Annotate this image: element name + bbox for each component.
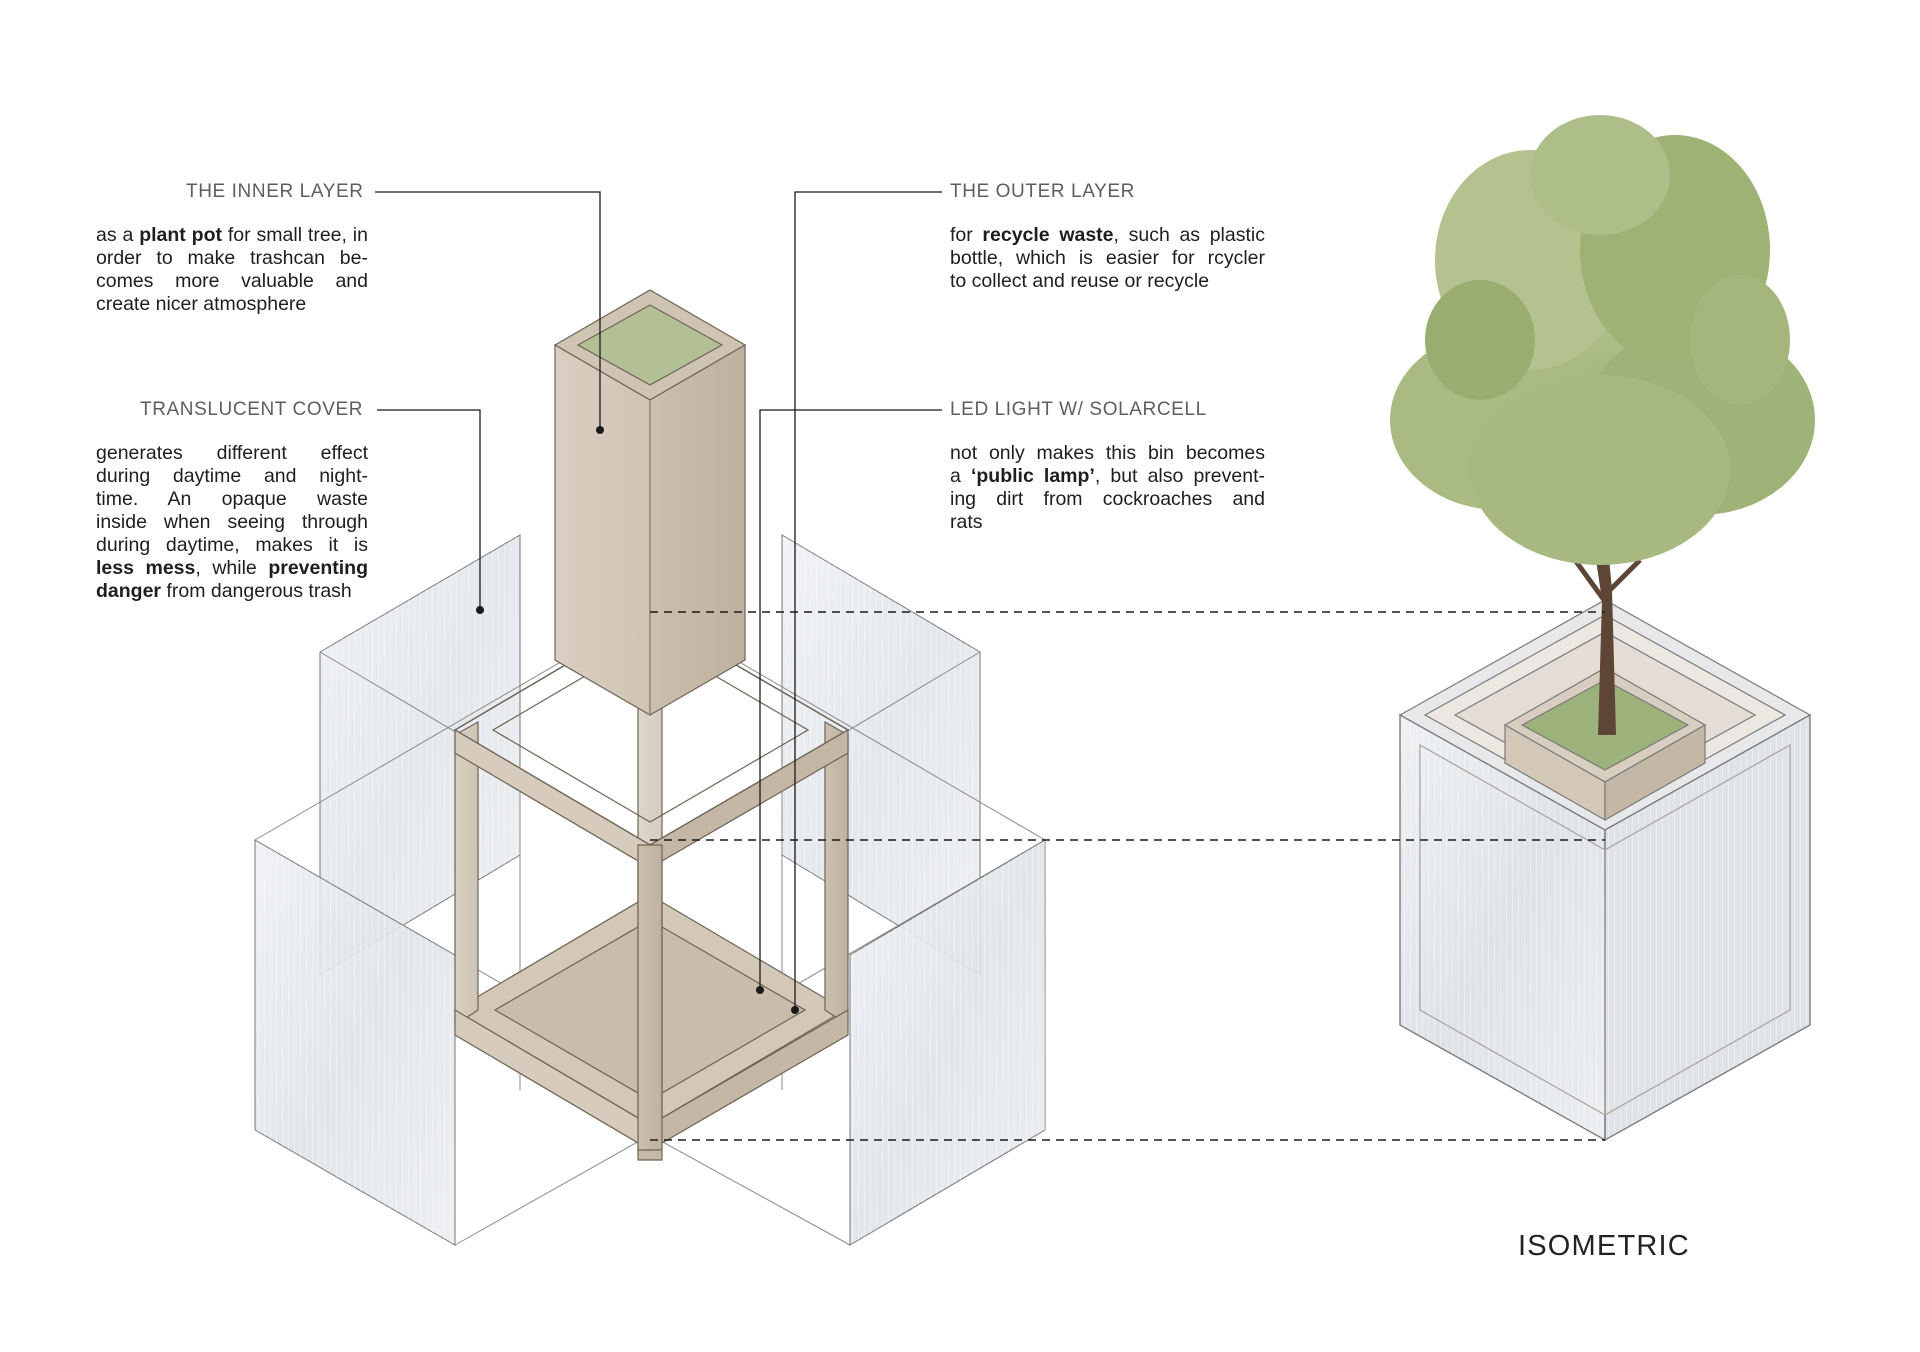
bold-text: plant pot xyxy=(139,224,222,246)
leader-dots xyxy=(476,426,799,1014)
translucent-panel-front-left xyxy=(254,839,456,1246)
text-run: , but also prevent- xyxy=(1094,465,1266,487)
text-run: create nicer atmosphere xyxy=(96,293,307,315)
text-run: time. An opaque waste xyxy=(96,488,368,510)
description-line: as a plant pot for small tree, in xyxy=(96,224,368,247)
text-run: generates different effect xyxy=(96,442,368,464)
text-run: ing dirt from cockroaches and xyxy=(950,488,1265,510)
description-line: less mess, while preventing xyxy=(96,557,368,580)
description-line: to collect and reuse or recycle xyxy=(950,270,1265,293)
led-light-heading: LED LIGHT W/ SOLARCELL xyxy=(950,399,1207,420)
tree xyxy=(1390,115,1815,735)
description-line: a ‘public lamp’, but also prevent- xyxy=(950,465,1265,488)
text-run: comes more valuable and xyxy=(96,270,368,292)
description-line: for recycle waste, such as plastic xyxy=(950,224,1265,247)
bold-text: preventing xyxy=(268,557,368,579)
description-line: time. An opaque waste xyxy=(96,488,368,511)
leader-lines xyxy=(375,191,942,1010)
translucent-cover-heading: TRANSLUCENT COVER xyxy=(140,399,364,420)
text-run: a xyxy=(950,465,971,487)
text-run: for xyxy=(950,224,983,246)
description-line: ing dirt from cockroaches and xyxy=(950,488,1265,511)
projection-dashed-lines xyxy=(650,611,1605,1141)
outer-layer-heading: THE OUTER LAYER xyxy=(950,181,1135,202)
text-run: inside when seeing through xyxy=(96,511,368,533)
text-run: , while xyxy=(195,557,269,579)
description-line: inside when seeing through xyxy=(96,511,368,534)
description-line: bottle, which is easier for rcycler xyxy=(950,247,1265,270)
text-run: not only makes this bin becomes xyxy=(950,442,1265,464)
description-line: danger from dangerous trash xyxy=(96,580,368,603)
description-line: rats xyxy=(950,511,1265,534)
text-run: bottle, which is easier for rcycler xyxy=(950,247,1265,269)
inner-layer-heading: THE INNER LAYER xyxy=(186,181,364,202)
description-line: generates different effect xyxy=(96,442,368,465)
text-run: order to make trashcan be- xyxy=(96,247,368,269)
inner-plant-pot xyxy=(553,289,747,717)
description-line: create nicer atmosphere xyxy=(96,293,368,316)
translucent-panel-front-right xyxy=(849,839,1046,1246)
text-run: , such as plastic xyxy=(1113,224,1265,246)
text-run: rats xyxy=(950,511,983,533)
text-run: from dangerous trash xyxy=(161,580,352,602)
text-run: to collect and reuse or recycle xyxy=(950,270,1210,292)
description-line: during daytime and night- xyxy=(96,465,368,488)
text-run: during daytime, makes it is xyxy=(96,534,368,556)
bold-text: less mess xyxy=(96,557,196,579)
isometric-title: ISOMETRIC xyxy=(1518,1230,1690,1262)
text-run: during daytime and night- xyxy=(96,465,368,487)
wooden-frame xyxy=(453,614,850,1161)
text-run: as a xyxy=(96,224,140,246)
description-line: comes more valuable and xyxy=(96,270,368,293)
bold-text: recycle waste xyxy=(982,224,1114,246)
description-line: order to make trashcan be- xyxy=(96,247,368,270)
description-line: during daytime, makes it is xyxy=(96,534,368,557)
description-line: not only makes this bin becomes xyxy=(950,442,1265,465)
text-run: for small tree, in xyxy=(222,224,368,246)
bold-text: danger xyxy=(96,580,162,602)
bold-text: ‘public lamp’ xyxy=(970,465,1095,487)
